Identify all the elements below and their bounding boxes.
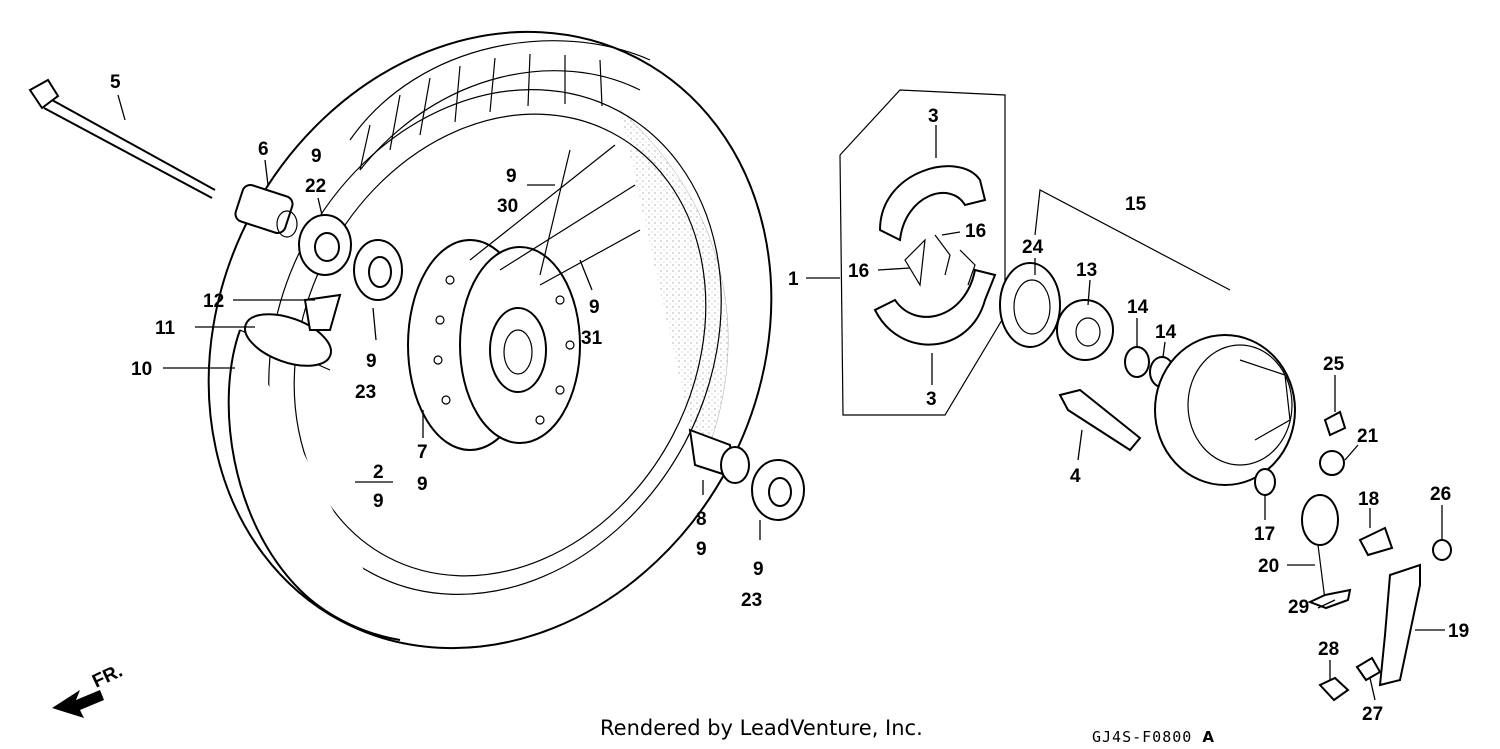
callout-3-bottom: 3 [926,389,937,410]
callout-9-collar: 9 [696,539,707,560]
callout-1: 1 [788,269,799,290]
brake-panel-box [1034,189,1231,291]
diagram-revision: A [1202,728,1215,746]
callout-14-right: 14 [1155,322,1177,343]
callout-30: 30 [497,196,518,217]
callout-19: 19 [1448,621,1469,642]
callout-20: 20 [1258,556,1279,577]
wear-indicator [1358,526,1394,557]
callout-3-top: 3 [928,106,939,127]
callout-7: 7 [417,442,428,463]
callout-9-bearing-right: 9 [753,559,764,580]
brake-shoe-box [839,89,1006,416]
callout-10: 10 [131,359,152,380]
callout-16-left: 16 [848,261,869,282]
direction-marker: FR. [89,661,126,693]
return-spring [1301,494,1339,606]
bearing-left [298,214,352,276]
bearing-right [751,459,805,521]
footer-diagram-code: GJ4S-F0800 A [1092,728,1215,746]
callout-28: 28 [1318,639,1339,660]
small-washer [1254,468,1276,496]
callout-25: 25 [1323,354,1345,375]
callout-9: 9 [373,491,384,512]
callout-11: 11 [155,318,176,339]
callout-5: 5 [110,72,121,93]
footer-credit: Rendered by LeadVenture, Inc. [600,716,923,740]
callout-26: 26 [1430,484,1451,505]
washers [1124,346,1175,388]
callout-14-left: 14 [1127,297,1149,318]
dust-seal [999,262,1061,348]
callout-16-right: 16 [965,221,986,242]
callout-labels: 1 2 9 3 3 4 5 6 9 22 7 9 8 9 9 23 9 23 9… [110,72,1469,725]
brake-cam [1058,388,1142,452]
callout-4: 4 [1070,466,1081,487]
callout-9-bearing-left: 9 [366,351,377,372]
spacer [234,183,298,238]
callout-17: 17 [1254,524,1275,545]
callout-8: 8 [696,509,707,530]
collar-right [688,428,750,484]
axle-bolt [28,78,216,199]
callout-6: 6 [258,139,269,160]
callout-9-spoke-outer: 9 [589,297,600,318]
callout-9-upper: 9 [311,146,322,167]
callout-23-right: 23 [741,590,762,611]
leader-lines [117,94,1445,701]
tube-and-rim-band [227,293,401,641]
callout-29: 29 [1288,597,1309,618]
callout-27: 27 [1362,704,1383,725]
callout-21: 21 [1357,426,1379,447]
callout-9-hub: 9 [417,474,428,495]
callout-18: 18 [1358,489,1379,510]
callout-24: 24 [1022,237,1044,258]
front-direction-arrow: FR. [52,661,126,718]
callout-9-spoke: 9 [506,166,517,187]
wheel-hub [407,144,641,451]
small-hardware [1307,410,1452,702]
callout-23-left: 23 [355,382,376,403]
brake-panel [1154,334,1296,486]
callout-2: 2 [373,462,384,483]
callout-12: 12 [203,291,224,312]
callout-13: 13 [1076,260,1097,281]
callout-22: 22 [305,176,326,197]
speedometer-gear [1056,299,1114,361]
callout-31: 31 [581,328,603,349]
diagram-code: GJ4S-F0800 [1092,728,1193,746]
bearing-inner [353,239,403,301]
callout-15: 15 [1125,194,1147,215]
arrow-icon [52,690,104,718]
brake-arm [1378,563,1421,687]
